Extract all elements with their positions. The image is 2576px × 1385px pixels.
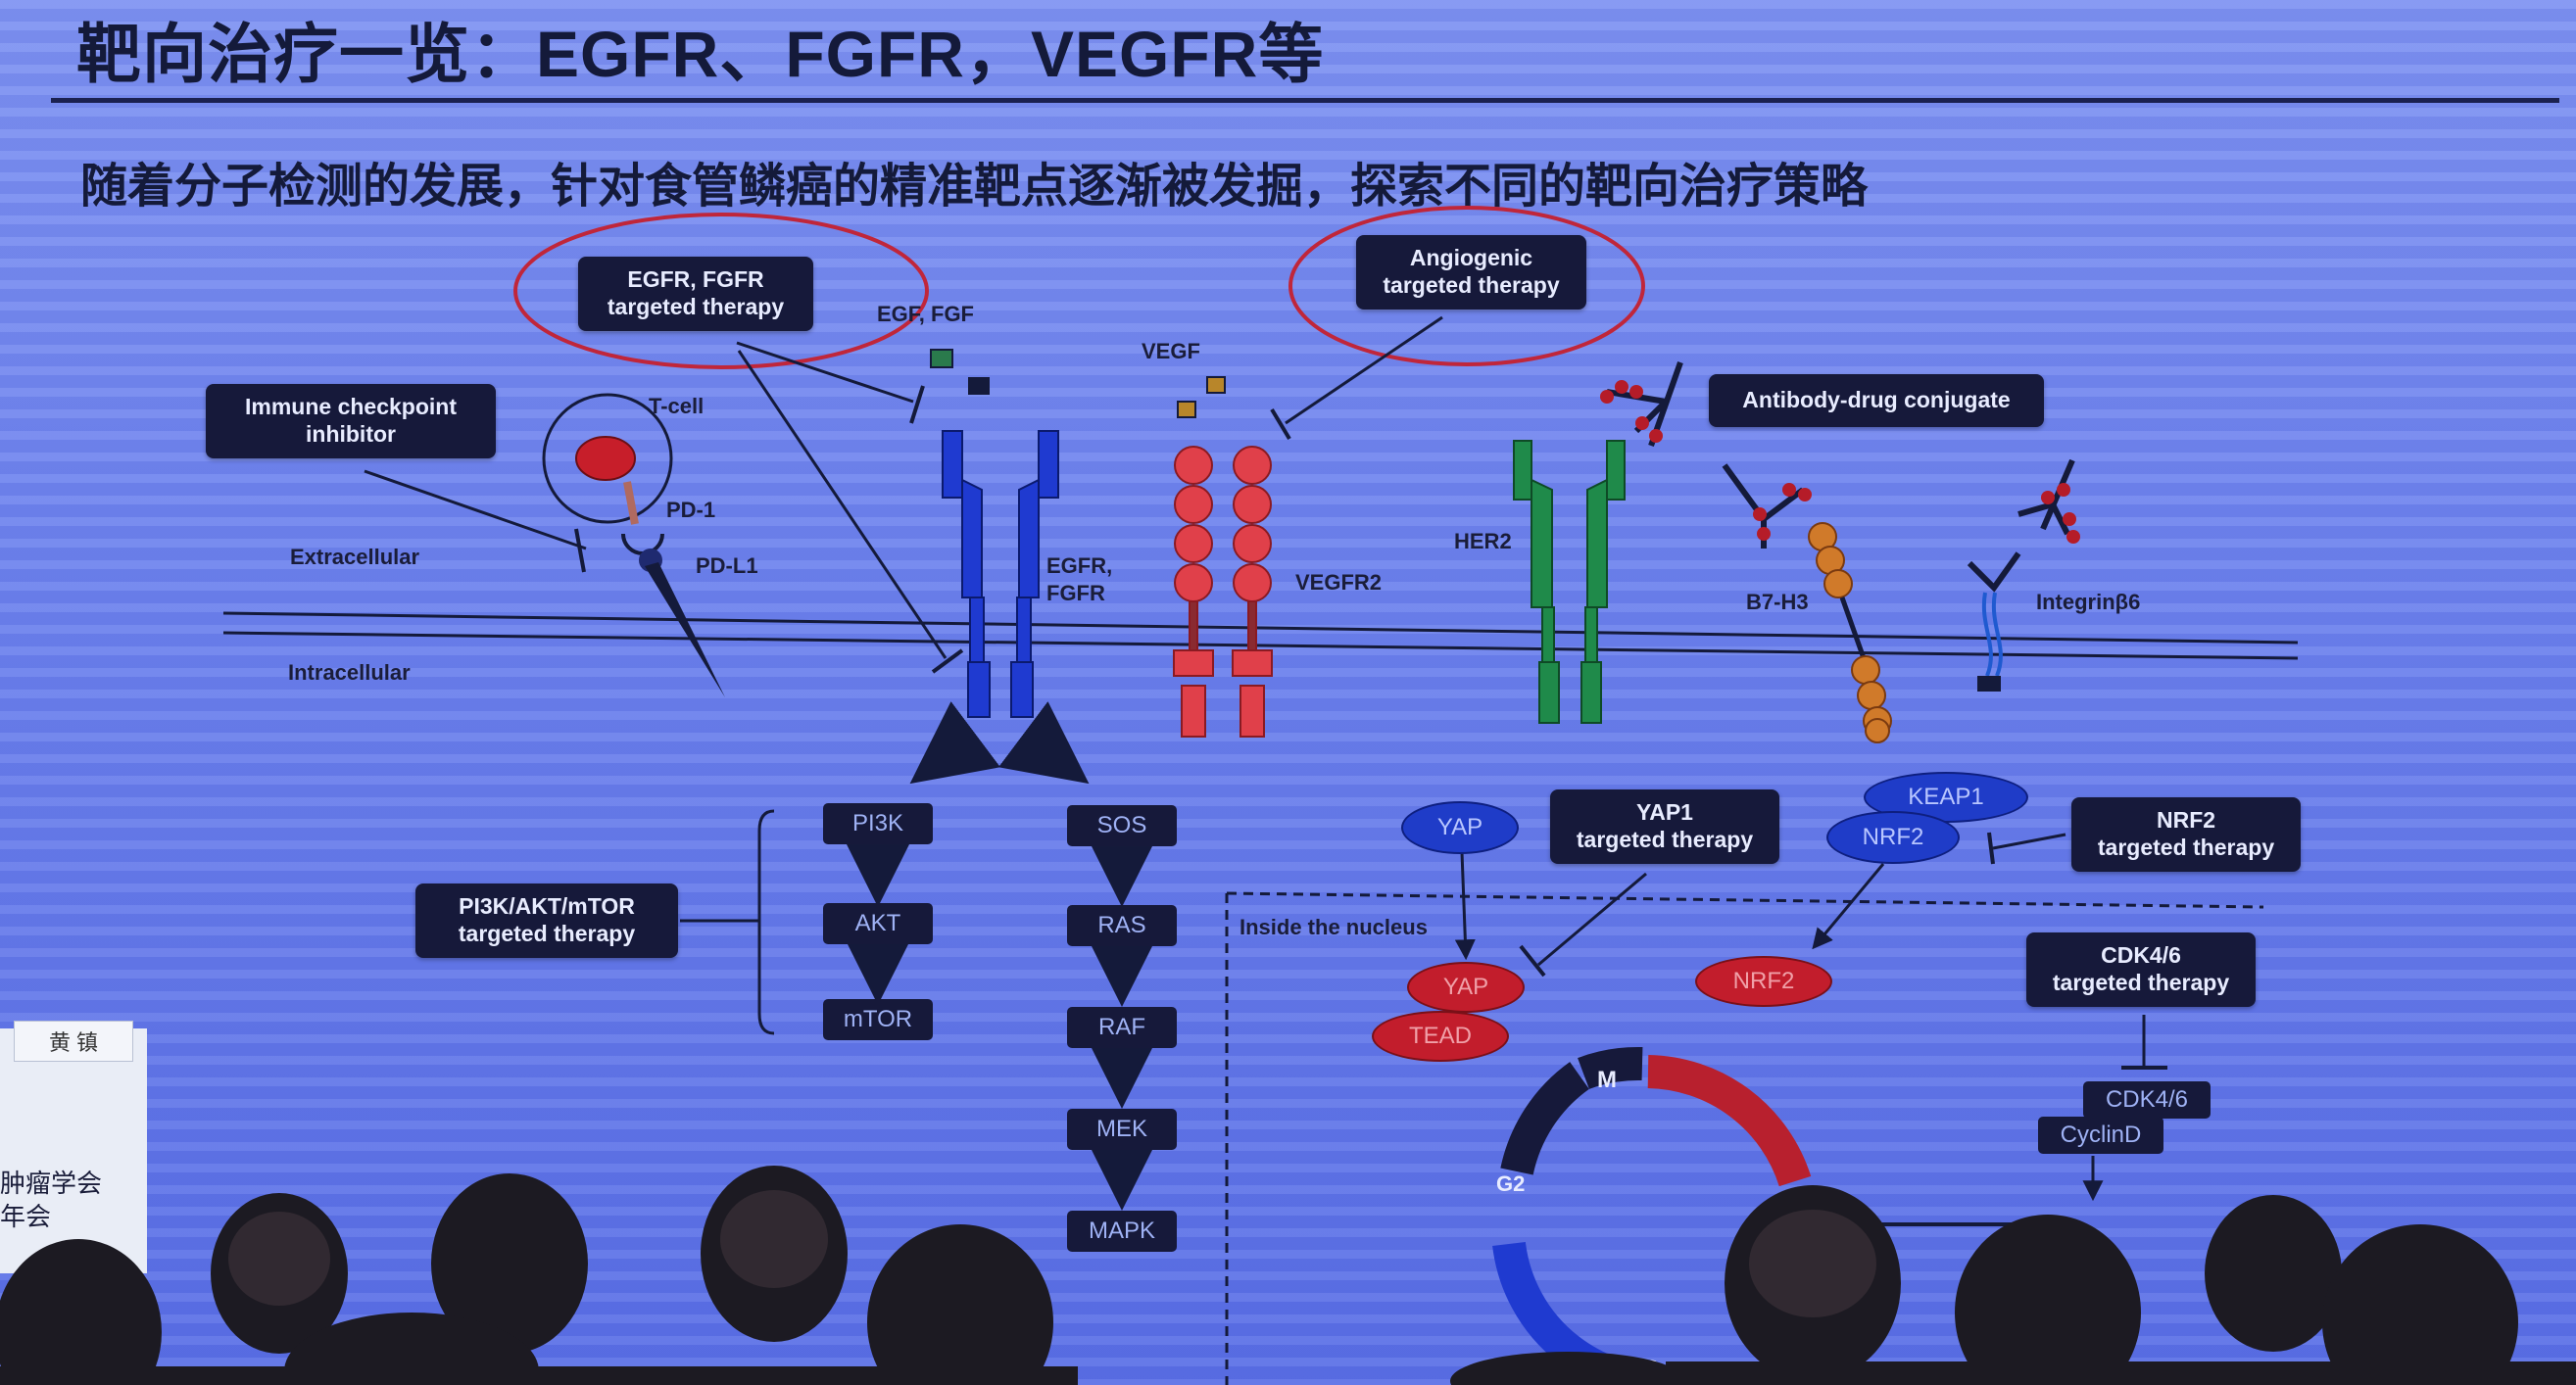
node-cdk46: CDK4/6 — [2083, 1081, 2211, 1119]
adc-antibody-icon-3 — [2017, 458, 2075, 536]
vegfr2-receptor — [1173, 446, 1273, 738]
yap-nucleus-oval: YAP — [1407, 962, 1525, 1013]
node-mek: MEK — [1067, 1109, 1177, 1150]
node-cyclind: CyclinD — [2038, 1117, 2163, 1154]
node-raf: RAF — [1067, 1007, 1177, 1048]
inhibit-line-nrf2 — [1992, 833, 2066, 850]
extracellular-label: Extracellular — [290, 545, 420, 569]
pd1-stem — [623, 481, 639, 525]
pdl1-stem — [645, 562, 725, 697]
inhibit-bar-vegf — [1270, 407, 1291, 441]
pdl1-label: PD-L1 — [696, 553, 758, 578]
integrin-beta6 — [1967, 551, 2021, 692]
speaker-nameplate: 黄 镇 — [14, 1021, 133, 1062]
arrow-receptor-to-sos — [998, 701, 1090, 785]
node-mapk: MAPK — [1067, 1211, 1177, 1252]
egf-ligand-1 — [930, 349, 953, 368]
vegf-label: VEGF — [1142, 339, 1200, 363]
arrow-nrf2-translocation — [1812, 863, 1885, 950]
node-sos: SOS — [1067, 805, 1177, 846]
b7h3-label: B7-H3 — [1746, 590, 1809, 614]
adc-payload-dots-2 — [1753, 483, 1812, 541]
egf-ligand-2 — [968, 377, 990, 395]
membrane-line-bottom — [222, 631, 2299, 660]
yap-cytoplasm-oval: YAP — [1401, 801, 1519, 854]
inhibit-line-egfr-kinase — [737, 350, 948, 659]
arrow-receptor-to-pi3k — [909, 701, 1000, 785]
slide-subtitle: 随着分子检测的发展，针对食管鳞癌的精准靶点逐渐被发掘，探索不同的靶向治疗策略 — [80, 161, 1869, 213]
keap1-oval: KEAP1 — [1864, 772, 2028, 823]
nucleus-boundary-top — [1226, 891, 2264, 909]
vegf-ligand-1 — [1206, 376, 1226, 394]
speaker-podium — [0, 1028, 147, 1273]
adc-payload-dots-3 — [2041, 483, 2080, 544]
her2-receptor — [1513, 440, 1626, 724]
arrow-yap-translocation — [1454, 851, 1476, 961]
egfr-fgfr-receptor-label: EGFR, FGFR — [1046, 553, 1113, 605]
inhibit-bar-egf — [909, 385, 925, 424]
pd1-label: PD-1 — [666, 498, 716, 522]
node-ras: RAS — [1067, 905, 1177, 946]
node-akt: AKT — [823, 903, 933, 944]
adc-payload-dots-1 — [1600, 380, 1663, 443]
inhibit-bar-immune — [574, 528, 586, 573]
vegf-ligand-2 — [1177, 401, 1196, 418]
cell-cycle-m-label: M — [1597, 1067, 1617, 1093]
integrin-label: Integrinβ6 — [2036, 590, 2141, 614]
egfr-receptor — [942, 430, 1059, 718]
inhibit-line-yap1 — [1537, 872, 1647, 967]
intracellular-label: Intracellular — [288, 660, 411, 685]
nucleus-label: Inside the nucleus — [1239, 915, 1428, 939]
t-cell-label: T-cell — [649, 394, 705, 418]
her2-label: HER2 — [1454, 529, 1512, 553]
tead-oval: TEAD — [1372, 1011, 1509, 1062]
highlight-ellipse-angiogenic — [1288, 206, 1645, 366]
adc-box: Antibody-drug conjugate — [1709, 374, 2044, 427]
conference-banner: 肿瘤学会 年会 — [0, 1169, 103, 1231]
nrf2-cytoplasm-oval: NRF2 — [1826, 811, 1960, 864]
inhibit-bar-egfr-kinase — [931, 648, 964, 674]
vegfr2-label: VEGFR2 — [1295, 570, 1383, 595]
node-pi3k: PI3K — [823, 803, 933, 844]
nrf2-nucleus-oval: NRF2 — [1695, 956, 1832, 1007]
inhibit-line-vegf — [1285, 315, 1443, 425]
title-rule — [51, 98, 2559, 103]
node-mtor: mTOR — [823, 999, 933, 1040]
inhibit-bar-nrf2 — [1987, 832, 1995, 865]
highlight-ellipse-egfr — [513, 213, 929, 369]
t-cell-nucleus — [575, 436, 636, 481]
egf-fgf-label: EGF, FGF — [877, 302, 974, 326]
inhibit-line-egf — [736, 341, 914, 404]
cell-cycle-g2-label: G2 — [1496, 1171, 1525, 1196]
b7h3-protein — [1808, 522, 1892, 743]
inhibit-line-immune — [364, 469, 587, 550]
slide-title: 靶向治疗一览：EGFR、FGFR，VEGFR等 — [76, 18, 1325, 90]
inhibit-bar-yap1 — [1519, 944, 1546, 978]
t-cell-outline — [542, 393, 673, 524]
membrane-line-top — [222, 611, 2299, 645]
